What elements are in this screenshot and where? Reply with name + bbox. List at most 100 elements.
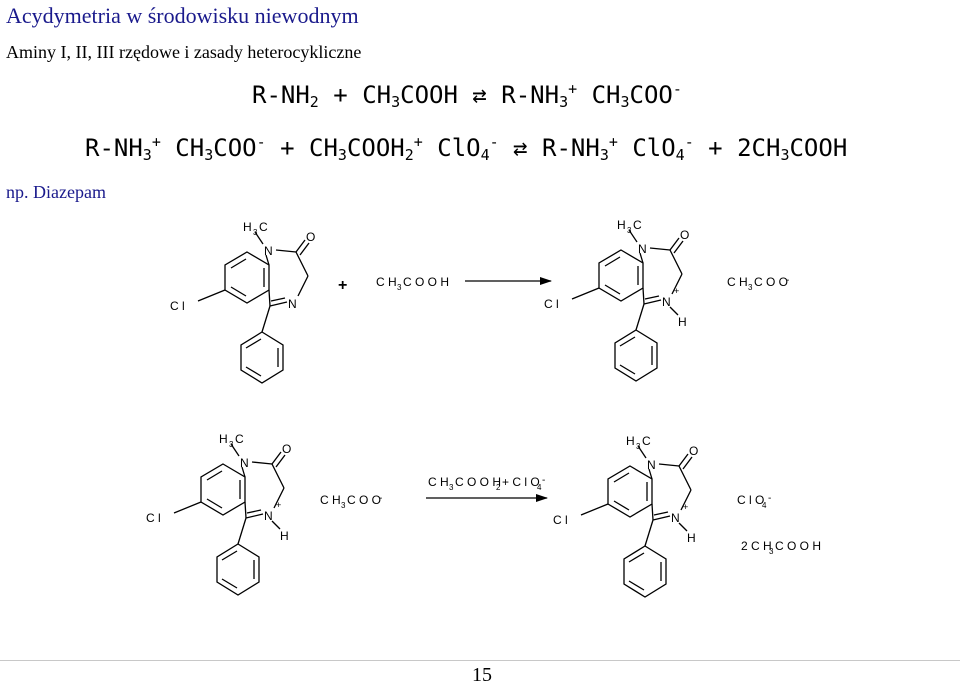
charge-plus: + — [674, 286, 679, 296]
formula-text: 3 — [397, 283, 402, 292]
eq1-term: CH — [577, 81, 621, 109]
eq2-term: COO — [213, 134, 257, 162]
eq2-term: COOH — [789, 134, 848, 162]
formula-text: 2 C H — [741, 539, 772, 553]
atom-label: N — [264, 244, 273, 258]
atom-label: C — [642, 434, 651, 448]
perchlorate-anion: C l O 4 - — [737, 493, 771, 510]
charge-minus: - — [768, 493, 771, 504]
acetic-acid-byproduct: 2 C H 3 C O O H — [741, 539, 821, 556]
atom-label: O — [282, 442, 291, 456]
eq1-plus: + — [318, 81, 363, 109]
formula-text: 3 — [449, 483, 454, 492]
eq2-term: 2CH — [737, 134, 781, 162]
eq2-sup: - — [489, 133, 499, 151]
eq2-term: ClO — [422, 134, 481, 162]
atom-label: H — [687, 531, 696, 545]
eq2-sup: + — [151, 133, 161, 151]
eq2-sup: - — [256, 133, 266, 151]
eq2-plus: + — [693, 134, 738, 162]
eq2-sup: + — [413, 133, 423, 151]
eq2-term: CH — [309, 134, 338, 162]
formula-text: C l O — [737, 493, 764, 507]
atom-label: N — [240, 456, 249, 470]
eq2-sub: 3 — [780, 146, 790, 164]
formula-text: 2 — [496, 483, 501, 492]
atom-label: N — [638, 242, 647, 256]
equation-2: R-NH3+ CH3COO- + CH3COOH2+ ClO4- ⇄ R-NH3… — [85, 133, 847, 164]
formula-text: C H — [428, 475, 449, 489]
formula-text: C O O H — [455, 475, 501, 489]
eq2-sub: 3 — [142, 146, 152, 164]
footer-divider — [0, 660, 960, 661]
atom-label: H — [626, 434, 635, 448]
eq1-sub: 3 — [559, 93, 569, 111]
eq1-sub: 3 — [620, 93, 630, 111]
eq1-sup: - — [672, 80, 682, 98]
formula-text: C O O — [754, 275, 788, 289]
eq2-sub: 3 — [337, 146, 347, 164]
charge-minus: - — [379, 493, 382, 504]
formula-text: C H — [727, 275, 748, 289]
formula-text: 4 — [537, 483, 542, 492]
atom-label: H — [219, 432, 228, 446]
protonated-diazepam: H 3 C N O N + H C l — [553, 434, 698, 598]
equilibrium-arrow: ⇄ — [498, 134, 543, 162]
charge-minus: - — [542, 475, 545, 486]
atom-label: O — [306, 230, 315, 244]
eq2-term: R-NH — [542, 134, 600, 162]
eq1-term: CH — [362, 81, 392, 109]
eq2-sup: + — [608, 133, 618, 151]
acetate-anion: C H 3 C O O - — [727, 275, 789, 292]
atom-label: O — [689, 444, 698, 458]
eq2-sub: 4 — [675, 146, 685, 164]
charge-minus: - — [786, 275, 789, 286]
formula-text: 3 — [769, 547, 774, 556]
eq2-plus: + — [265, 134, 309, 162]
atom-label: C — [259, 220, 268, 234]
page-number: 15 — [472, 664, 492, 686]
eq1-sub: 3 — [391, 93, 401, 111]
charge-plus: + — [276, 500, 281, 510]
formula-text: + C l O — [502, 475, 540, 489]
plus-sign: + — [338, 277, 347, 294]
eq2-term: R-NH — [85, 134, 143, 162]
reaction-scheme: H 3 C N O N C l + C H 3 C O O H H 3 C N … — [146, 218, 821, 598]
atom-label: H — [243, 220, 252, 234]
charge-plus: + — [683, 502, 688, 512]
atom-label: N — [647, 458, 656, 472]
atom-label: C — [633, 218, 642, 232]
atom-label: N — [288, 297, 297, 311]
eq2-sub: 3 — [204, 146, 214, 164]
atom-label: C l — [146, 511, 161, 525]
example-label: np. Diazepam — [6, 182, 106, 202]
eq2-term: CH — [160, 134, 205, 162]
protonated-diazepam: H 3 C N O N + H C l — [146, 432, 291, 596]
atom-label: C — [235, 432, 244, 446]
atom-label: H — [617, 218, 626, 232]
eq1-term: COOH — [400, 81, 458, 109]
eq1-term: R-NH — [252, 81, 310, 109]
formula-text: C O O — [347, 493, 381, 507]
atom-label: N — [671, 511, 680, 525]
atom-label: 3 — [229, 440, 234, 449]
atom-label: 3 — [253, 228, 258, 237]
eq2-term: COOH — [346, 134, 405, 162]
protonated-diazepam: H 3 C N O N + H C l — [544, 218, 689, 382]
perchloric-acid-reagent: C H 3 C O O H 2 + C l O 4 - — [428, 475, 545, 492]
eq2-term: ClO — [617, 134, 676, 162]
page-subtitle: Aminy I, II, III rzędowe i zasady hetero… — [6, 42, 362, 62]
formula-text: C H — [376, 275, 397, 289]
formula-text: C O O H — [775, 539, 821, 553]
equilibrium-arrow: ⇄ — [457, 81, 502, 109]
atom-label: N — [662, 295, 671, 309]
eq1-sub: 2 — [309, 93, 319, 111]
atom-label: O — [680, 228, 689, 242]
atom-label: 3 — [636, 442, 641, 451]
eq2-sub: 4 — [480, 146, 490, 164]
formula-text: 3 — [748, 283, 753, 292]
atom-label: 3 — [627, 226, 632, 235]
eq2-sup: - — [684, 133, 694, 151]
atom-label: C l — [553, 513, 568, 527]
atom-label: N — [264, 509, 273, 523]
